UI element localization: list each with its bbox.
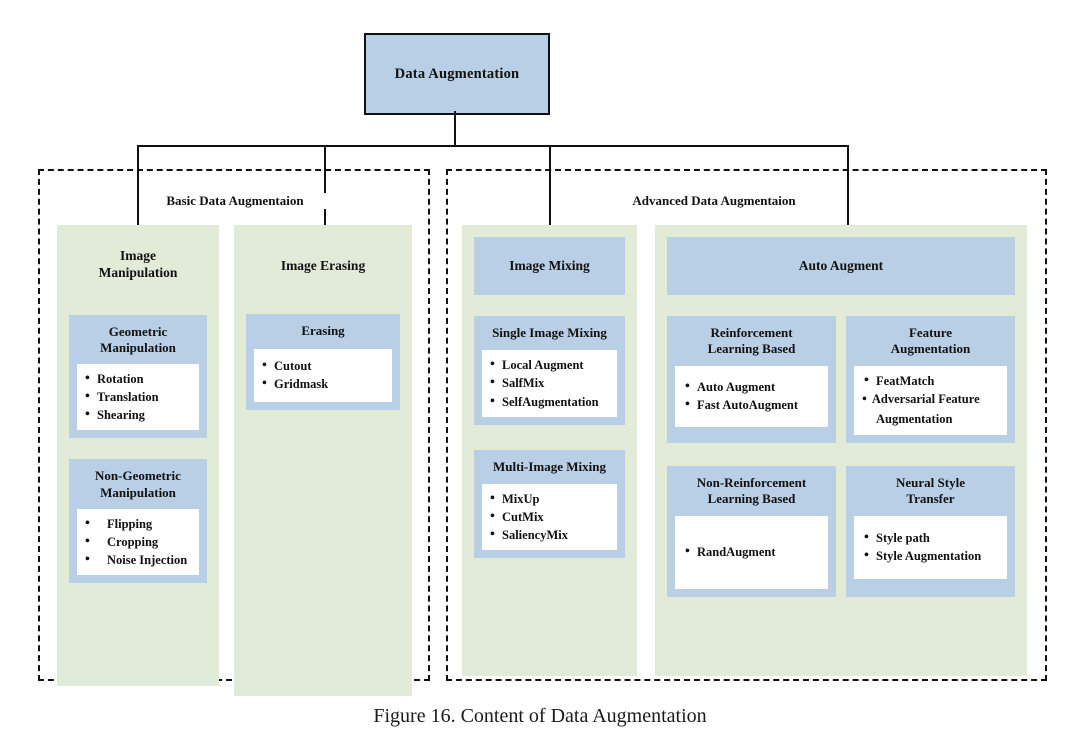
auto-augment-row-2: Non-Reinforcement Learning Based RandAug…: [667, 466, 1015, 597]
box-multi-image-mixing-header: Multi-Image Mixing: [492, 458, 606, 474]
connector-drop-auto-augment: [847, 145, 849, 225]
item-list: Local Augment SalfMix SelfAugmentation: [488, 355, 613, 412]
item-list: FeatMatch Adversarial Feature Augmentati…: [862, 370, 1003, 429]
connector-root-stem: [454, 111, 456, 146]
header-line-1: Non-Reinforcement: [696, 475, 807, 491]
box-auto-augment-label: Auto Augment: [798, 257, 884, 273]
list-geometric-manipulation: Rotation Translation Shearing: [77, 364, 199, 431]
header-line-2: Augmentation: [890, 341, 971, 357]
figure-caption: Figure 16. Content of Data Augmentation: [373, 705, 707, 727]
item-list: MixUp CutMix SaliencyMix: [488, 489, 613, 546]
box-reinforcement-learning-based-header: Reinforcement Learning Based: [667, 325, 836, 358]
header-line-2: Learning Based: [707, 341, 796, 357]
header-line-1: Non-Geometric: [95, 468, 181, 484]
item-list: Flipping Cropping Noise Injection: [81, 514, 195, 571]
list-item: Rotation: [83, 369, 195, 389]
box-multi-image-mixing: Multi-Image Mixing MixUp CutMix Saliency…: [474, 449, 625, 559]
list-item: Gridmask: [260, 374, 388, 394]
box-geometric-manipulation-header: Geometric Manipulation: [69, 324, 207, 357]
box-image-mixing-label: Image Mixing: [509, 257, 590, 273]
box-feature-augmentation: Feature Augmentation FeatMatch Adversari…: [846, 316, 1015, 444]
item-list: Style path Style Augmentation: [862, 528, 1003, 567]
list-item: MixUp: [488, 489, 613, 509]
header-line-2: Transfer: [906, 491, 955, 507]
item-list: Cutout Gridmask: [260, 356, 388, 395]
list-reinforcement-learning-based: Auto Augment Fast AutoAugment: [675, 365, 828, 427]
connector-horizontal-bus: [137, 145, 849, 147]
box-non-reinforcement-learning-based-header: Non-Reinforcement Learning Based: [667, 475, 836, 508]
list-item: SaliencyMix: [488, 525, 613, 545]
box-erasing: Erasing Cutout Gridmask: [246, 314, 400, 410]
list-neural-style-transfer: Style path Style Augmentation: [854, 515, 1007, 579]
list-item: Style Augmentation: [862, 546, 1003, 566]
list-item: Cropping: [81, 532, 195, 552]
list-item: Translation: [83, 387, 195, 407]
box-single-image-mixing: Single Image Mixing Local Augment SalfMi…: [474, 316, 625, 425]
connector-drop-image-erasing: [324, 145, 326, 225]
title-line-2: Manipulation: [98, 265, 178, 281]
column-image-erasing: Image Erasing Erasing Cutout Gridmask: [234, 225, 412, 696]
list-item: Shearing: [83, 405, 195, 425]
list-feature-augmentation: FeatMatch Adversarial Feature Augmentati…: [854, 365, 1007, 436]
group-basic-title: Basic Data Augmentaion: [140, 193, 330, 209]
header-line-2: Learning Based: [707, 491, 796, 507]
column-image-manipulation-title: Image Manipulation: [57, 247, 219, 282]
item-list: Auto Augment Fast AutoAugment: [683, 376, 824, 415]
list-multi-image-mixing: MixUp CutMix SaliencyMix: [482, 483, 617, 551]
item-list: RandAugment: [683, 542, 824, 562]
header-line-2: Manipulation: [100, 484, 176, 500]
box-image-mixing-header: Image Mixing: [474, 237, 625, 295]
box-single-image-mixing-header: Single Image Mixing: [492, 325, 607, 340]
header-line-1: Reinforcement: [710, 325, 793, 340]
box-geometric-manipulation: Geometric Manipulation Rotation Translat…: [69, 314, 207, 439]
list-item: Style path: [862, 528, 1003, 548]
column-image-erasing-title: Image Erasing: [280, 258, 366, 273]
list-item: RandAugment: [683, 542, 824, 562]
column-image-manipulation: Image Manipulation Geometric Manipulatio…: [57, 225, 219, 686]
header-line-1: Neural Style: [896, 475, 965, 491]
list-item: Fast AutoAugment: [683, 395, 824, 415]
header-line-2: Manipulation: [100, 339, 176, 355]
list-item: SelfAugmentation: [488, 391, 613, 411]
list-non-geometric-manipulation: Flipping Cropping Noise Injection: [77, 508, 199, 576]
box-auto-augment-header: Auto Augment: [667, 237, 1015, 295]
column-auto-augment: Auto Augment Reinforcement Learning Base…: [655, 225, 1027, 676]
list-item: Noise Injection: [81, 550, 195, 570]
box-non-geometric-manipulation: Non-Geometric Manipulation Flipping Crop…: [69, 459, 207, 584]
list-item: Auto Augment: [683, 376, 824, 396]
connector-drop-image-mixing: [549, 145, 551, 225]
list-item: FeatMatch: [862, 370, 1003, 390]
connector-drop-image-manipulation: [137, 145, 139, 225]
box-neural-style-transfer: Neural Style Transfer Style path Style A…: [846, 466, 1015, 597]
list-item: Adversarial Feature Augmentation: [862, 390, 1003, 428]
list-item: Flipping: [81, 514, 195, 534]
header-line-1: Geometric: [108, 323, 168, 339]
item-list: Rotation Translation Shearing: [83, 369, 195, 426]
root-node-data-augmentation: Data Augmentation: [364, 33, 550, 115]
box-reinforcement-learning-based: Reinforcement Learning Based Auto Augmen…: [667, 316, 836, 444]
title-line-1: Image: [120, 248, 156, 263]
box-feature-augmentation-header: Feature Augmentation: [846, 325, 1015, 358]
root-node-label: Data Augmentation: [394, 65, 520, 82]
list-item: CutMix: [488, 507, 613, 527]
auto-augment-row-1: Reinforcement Learning Based Auto Augmen…: [667, 316, 1015, 444]
list-erasing: Cutout Gridmask: [254, 348, 392, 402]
box-erasing-header: Erasing: [301, 323, 345, 339]
box-neural-style-transfer-header: Neural Style Transfer: [846, 475, 1015, 508]
list-item: SalfMix: [488, 373, 613, 393]
list-item: Cutout: [260, 356, 388, 376]
list-non-reinforcement-learning-based: RandAugment: [675, 515, 828, 589]
column-image-mixing: Image Mixing Single Image Mixing Local A…: [462, 225, 637, 676]
list-item: Local Augment: [488, 355, 613, 375]
group-advanced-title: Advanced Data Augmentaion: [602, 193, 826, 209]
box-non-geometric-manipulation-header: Non-Geometric Manipulation: [69, 468, 207, 501]
group-advanced-data-augmentation: [446, 169, 1047, 681]
box-non-reinforcement-learning-based: Non-Reinforcement Learning Based RandAug…: [667, 466, 836, 597]
list-single-image-mixing: Local Augment SalfMix SelfAugmentation: [482, 350, 617, 417]
header-line-1: Feature: [908, 325, 953, 340]
